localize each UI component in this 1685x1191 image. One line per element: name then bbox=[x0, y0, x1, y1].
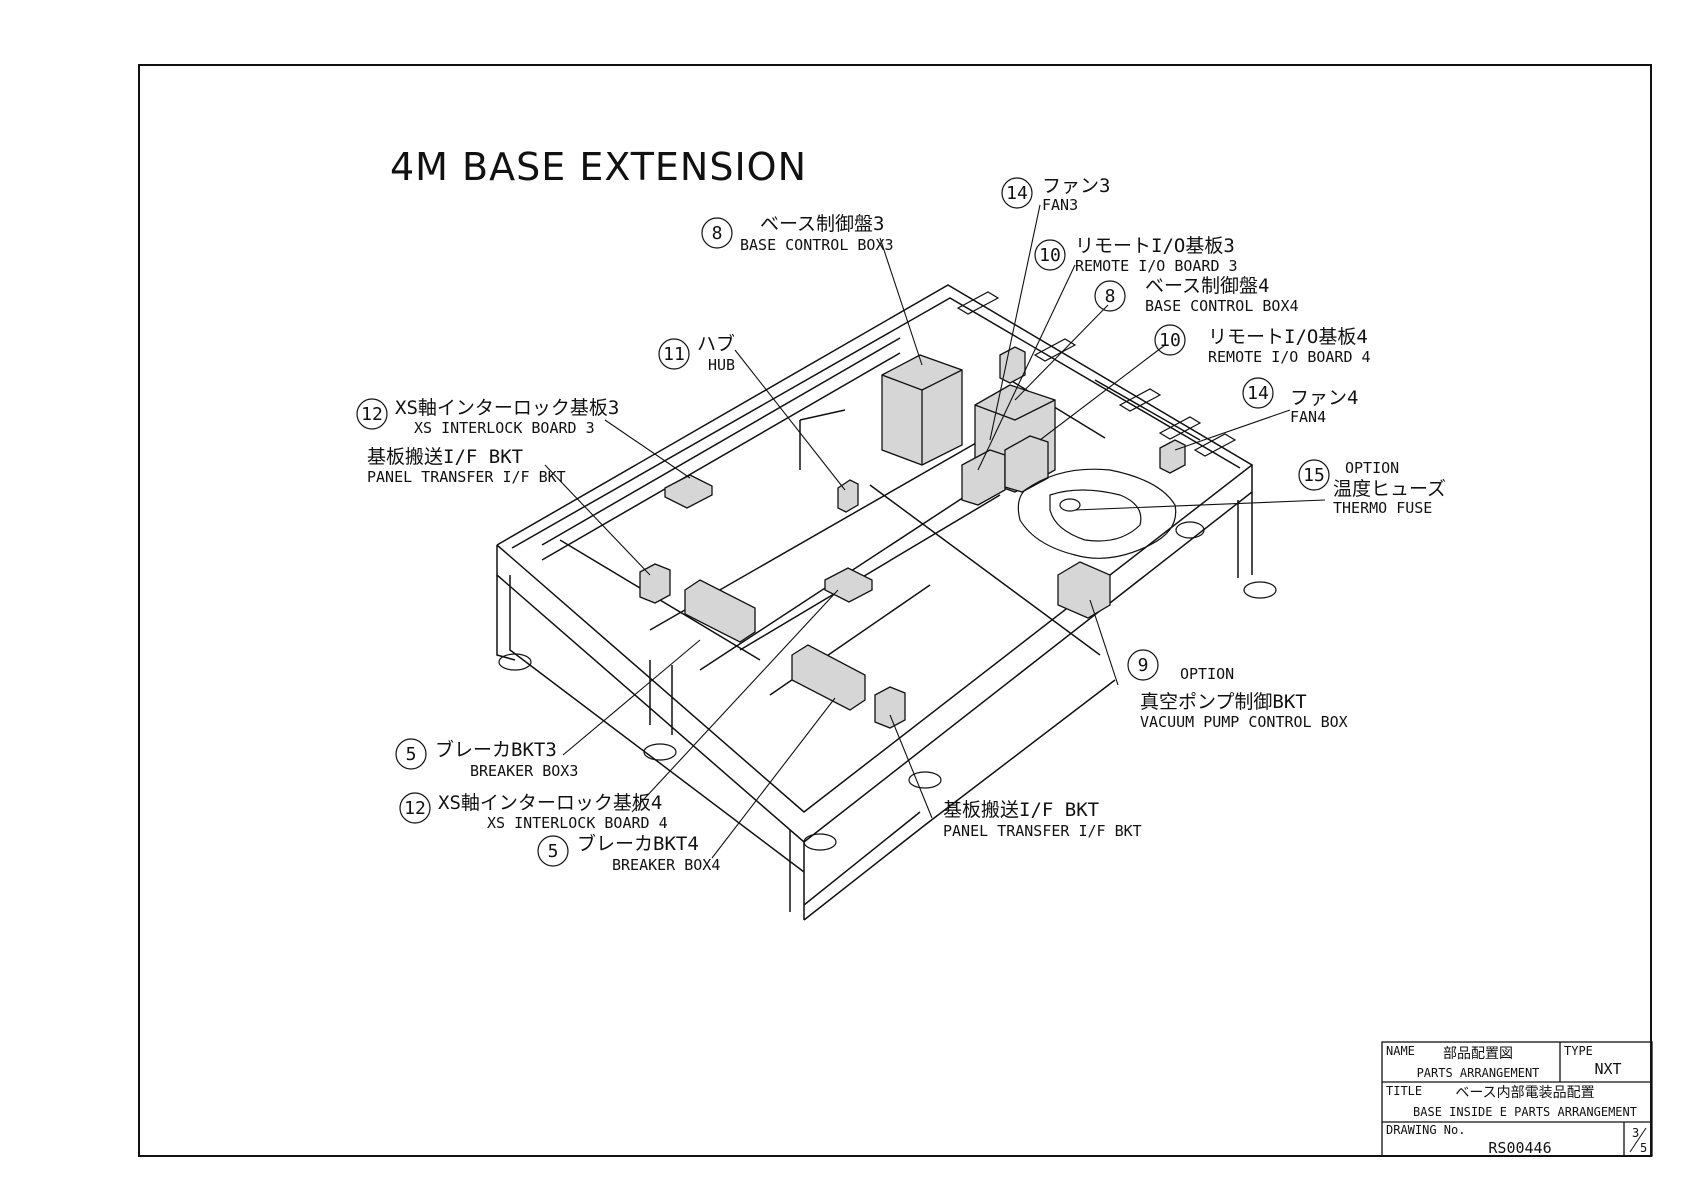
callout-number: 15 bbox=[1303, 465, 1325, 486]
drawing-title: 4M BASE EXTENSION bbox=[390, 145, 807, 189]
callout-label-jp: ファン3 bbox=[1042, 175, 1110, 197]
callout-label-en: BASE CONTROL BOX4 bbox=[1145, 297, 1299, 315]
breaker-box-4 bbox=[791, 644, 866, 711]
callout-number: 10 bbox=[1039, 245, 1061, 266]
title-block-title-label: TITLE bbox=[1386, 1084, 1422, 1098]
callout-label-en: REMOTE I/O BOARD 4 bbox=[1208, 348, 1371, 366]
callout-label-en: REMOTE I/O BOARD 3 bbox=[1075, 257, 1238, 275]
callout-label-en: XS INTERLOCK BOARD 4 bbox=[487, 814, 668, 832]
callout-label-en: VACUUM PUMP CONTROL BOX bbox=[1140, 713, 1348, 731]
feet bbox=[498, 581, 1277, 851]
xs-interlock-board-3 bbox=[664, 474, 713, 509]
breaker-box-3 bbox=[684, 579, 756, 643]
callout-label-jp: ブレーカBKT3 bbox=[435, 738, 557, 761]
callout-number: 5 bbox=[548, 841, 559, 862]
callout-label-en: FAN4 bbox=[1290, 408, 1326, 426]
callout-label-jp: 真空ポンプ制御BKT bbox=[1140, 691, 1307, 713]
callout-label-en: BASE CONTROL BOX3 bbox=[740, 236, 894, 254]
title-block-title-jp: ベース内部電装品配置 bbox=[1455, 1085, 1594, 1101]
components bbox=[639, 346, 1186, 729]
callout-label-jp: 基板搬送I/F BKT bbox=[367, 446, 523, 468]
title-block-name-label: NAME bbox=[1386, 1044, 1415, 1058]
callout-label-en: PANEL TRANSFER I/F BKT bbox=[943, 822, 1142, 840]
vacuum-pump-control-box bbox=[1057, 561, 1111, 619]
callout-number: 9 bbox=[1138, 655, 1149, 676]
callout-number: 8 bbox=[1105, 286, 1116, 307]
callout-number: 12 bbox=[361, 404, 383, 425]
top-slots bbox=[956, 291, 1237, 457]
callout-label-en: BREAKER BOX3 bbox=[470, 762, 578, 780]
title-block-sheet-num: 3 bbox=[1632, 1126, 1639, 1140]
callout-label-jp: ベース制御盤4 bbox=[1145, 275, 1270, 297]
callout-label-jp: 温度ヒューズ bbox=[1333, 478, 1446, 500]
pump-assembly bbox=[1017, 468, 1205, 559]
callout-number: 11 bbox=[663, 344, 685, 365]
title-block-name-en: PARTS ARRANGEMENT bbox=[1417, 1066, 1540, 1080]
callout-label-jp: ハブ bbox=[697, 332, 735, 355]
fan-4 bbox=[1159, 439, 1186, 474]
title-block-drawing-no-label: DRAWING No. bbox=[1386, 1123, 1465, 1137]
callout-label-en: HUB bbox=[708, 356, 735, 374]
panel-transfer-bkt-left bbox=[639, 563, 671, 604]
title-block-name-jp: 部品配置図 bbox=[1443, 1046, 1513, 1062]
callout-label-jp: リモートI/O基板4 bbox=[1208, 326, 1368, 348]
title-block bbox=[1381, 1041, 1653, 1157]
drawing-border bbox=[138, 64, 1652, 1157]
callout-label-jp: 基板搬送I/F BKT bbox=[943, 799, 1099, 821]
callout-label-en: PANEL TRANSFER I/F BKT bbox=[367, 468, 566, 486]
callout-number: 14 bbox=[1006, 183, 1028, 204]
title-block-type-value: NXT bbox=[1594, 1060, 1621, 1078]
callout-number: 12 bbox=[404, 798, 426, 819]
callout-label-jp: リモートI/O基板3 bbox=[1075, 235, 1235, 257]
leader-lines bbox=[544, 204, 1326, 859]
callout-circles bbox=[356, 177, 1330, 867]
callout-label-jp: ブレーカBKT4 bbox=[577, 832, 699, 855]
callout-number: 5 bbox=[406, 744, 417, 765]
fan-3 bbox=[999, 346, 1026, 384]
callout-label-jp: ベース制御盤3 bbox=[760, 213, 885, 235]
callout-number: 10 bbox=[1159, 330, 1181, 351]
callout-number: 8 bbox=[712, 223, 723, 244]
title-block-type-label: TYPE bbox=[1564, 1044, 1593, 1058]
callout-label-jp: XS軸インターロック基板3 bbox=[395, 397, 619, 419]
panel-transfer-bkt-right bbox=[874, 686, 906, 729]
callout-label-en: XS INTERLOCK BOARD 3 bbox=[414, 419, 595, 437]
callout-label-jp: XS軸インターロック基板4 bbox=[438, 792, 662, 814]
title-block-title-en: BASE INSIDE E PARTS ARRANGEMENT bbox=[1413, 1105, 1637, 1119]
xs-interlock-board-4 bbox=[824, 567, 873, 603]
callout-label-en: BREAKER BOX4 bbox=[612, 856, 720, 874]
callout-option-note: OPTION bbox=[1180, 665, 1234, 683]
callout-number: 14 bbox=[1247, 383, 1269, 404]
callout-label-en: FAN3 bbox=[1042, 196, 1078, 214]
title-block-drawing-no: RS00446 bbox=[1488, 1139, 1551, 1157]
callout-option-note: OPTION bbox=[1345, 459, 1399, 477]
title-block-sheet-slash bbox=[1629, 1127, 1647, 1153]
title-block-sheet-den: 5 bbox=[1640, 1141, 1647, 1155]
callout-label-en: THERMO FUSE bbox=[1333, 499, 1432, 517]
callout-label-jp: ファン4 bbox=[1290, 387, 1358, 409]
remote-io-board-3 bbox=[961, 449, 1006, 506]
